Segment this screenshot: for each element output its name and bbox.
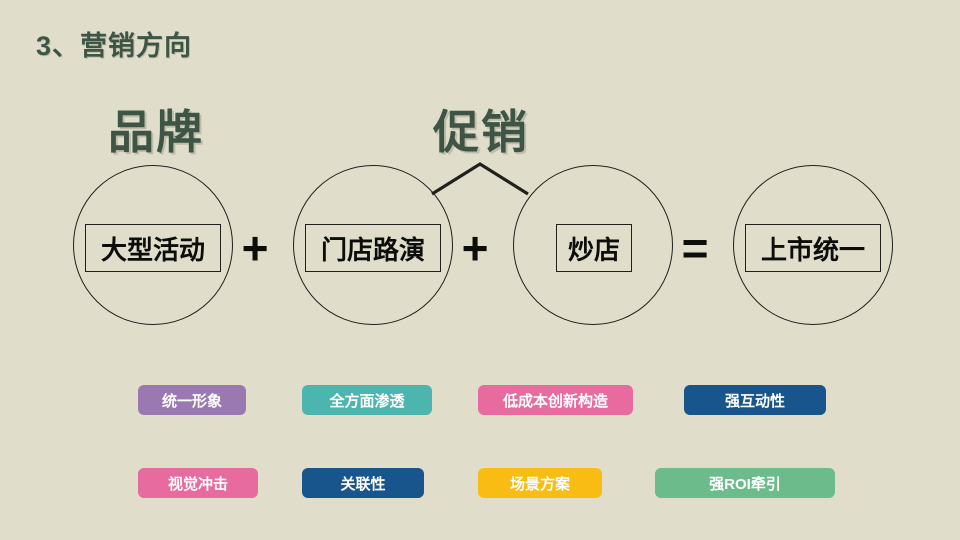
tag-row1-3[interactable]: 低成本创新构造 bbox=[478, 385, 633, 415]
category-heading-brand: 品牌 bbox=[108, 106, 204, 158]
page-title: 3、营销方向 bbox=[36, 31, 193, 61]
diagram-node-label-3: 炒店 bbox=[556, 224, 632, 272]
diagram-circle-4 bbox=[733, 165, 893, 325]
category-heading-promo: 促销 bbox=[433, 106, 529, 158]
operator-plus-1: + bbox=[241, 222, 269, 274]
diagram-node-label-4: 上市统一 bbox=[745, 224, 881, 272]
tag-row2-3[interactable]: 场景方案 bbox=[478, 468, 602, 498]
diagram-node-label-1: 大型活动 bbox=[85, 224, 221, 272]
operator-plus-2: + bbox=[461, 222, 489, 274]
diagram-circle-3 bbox=[513, 165, 673, 325]
tag-row1-2[interactable]: 全方面渗透 bbox=[302, 385, 432, 415]
diagram-node-label-2: 门店路演 bbox=[305, 224, 441, 272]
tag-row2-1[interactable]: 视觉冲击 bbox=[138, 468, 258, 498]
operator-equals: = bbox=[681, 222, 709, 274]
tag-row1-1[interactable]: 统一形象 bbox=[138, 385, 246, 415]
promo-bracket-connector bbox=[431, 162, 529, 196]
diagram-circle-2 bbox=[293, 165, 453, 325]
diagram-circle-1 bbox=[73, 165, 233, 325]
tag-row1-4[interactable]: 强互动性 bbox=[684, 385, 826, 415]
tag-row2-4[interactable]: 强ROI牵引 bbox=[655, 468, 835, 498]
tag-row2-2[interactable]: 关联性 bbox=[302, 468, 424, 498]
